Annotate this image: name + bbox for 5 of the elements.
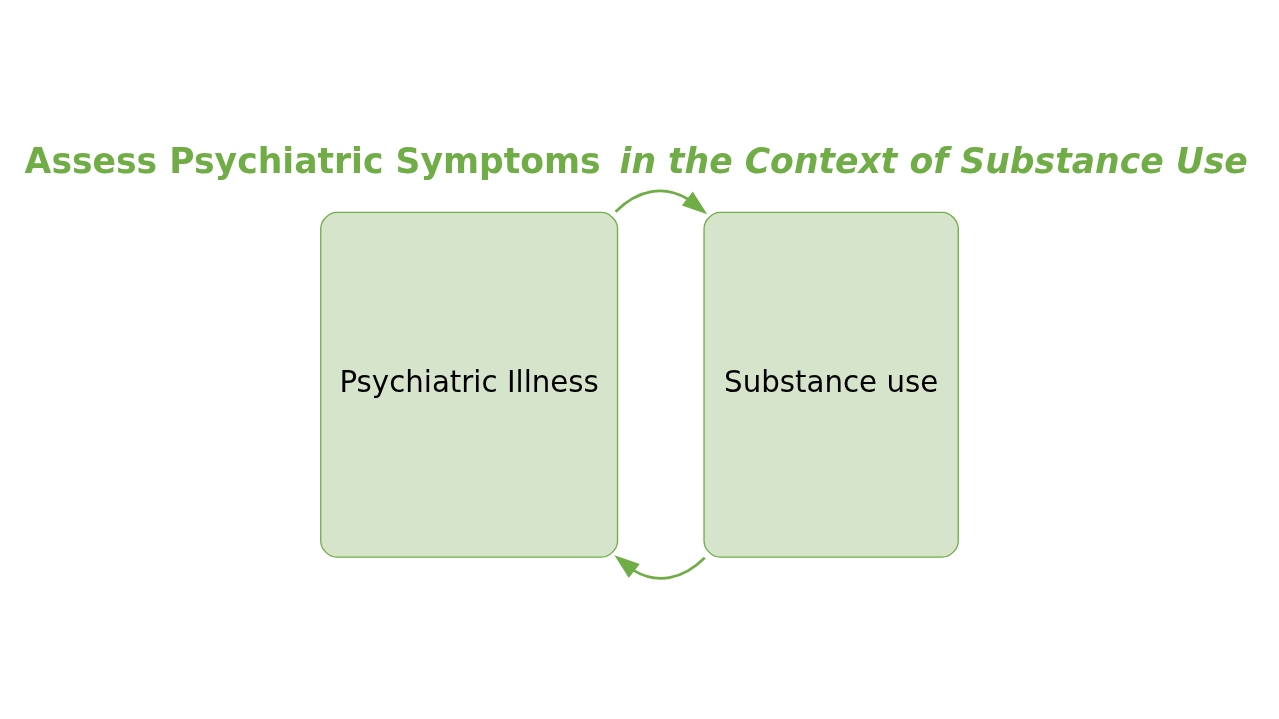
diagram-title: Assess Psychiatric Symptoms in the Context of Substance Use xyxy=(24,140,1248,181)
arrow xyxy=(614,189,708,214)
node-box: Substance use xyxy=(703,211,959,558)
arrow xyxy=(614,554,706,580)
node-box: Psychiatric Illness xyxy=(320,211,619,558)
